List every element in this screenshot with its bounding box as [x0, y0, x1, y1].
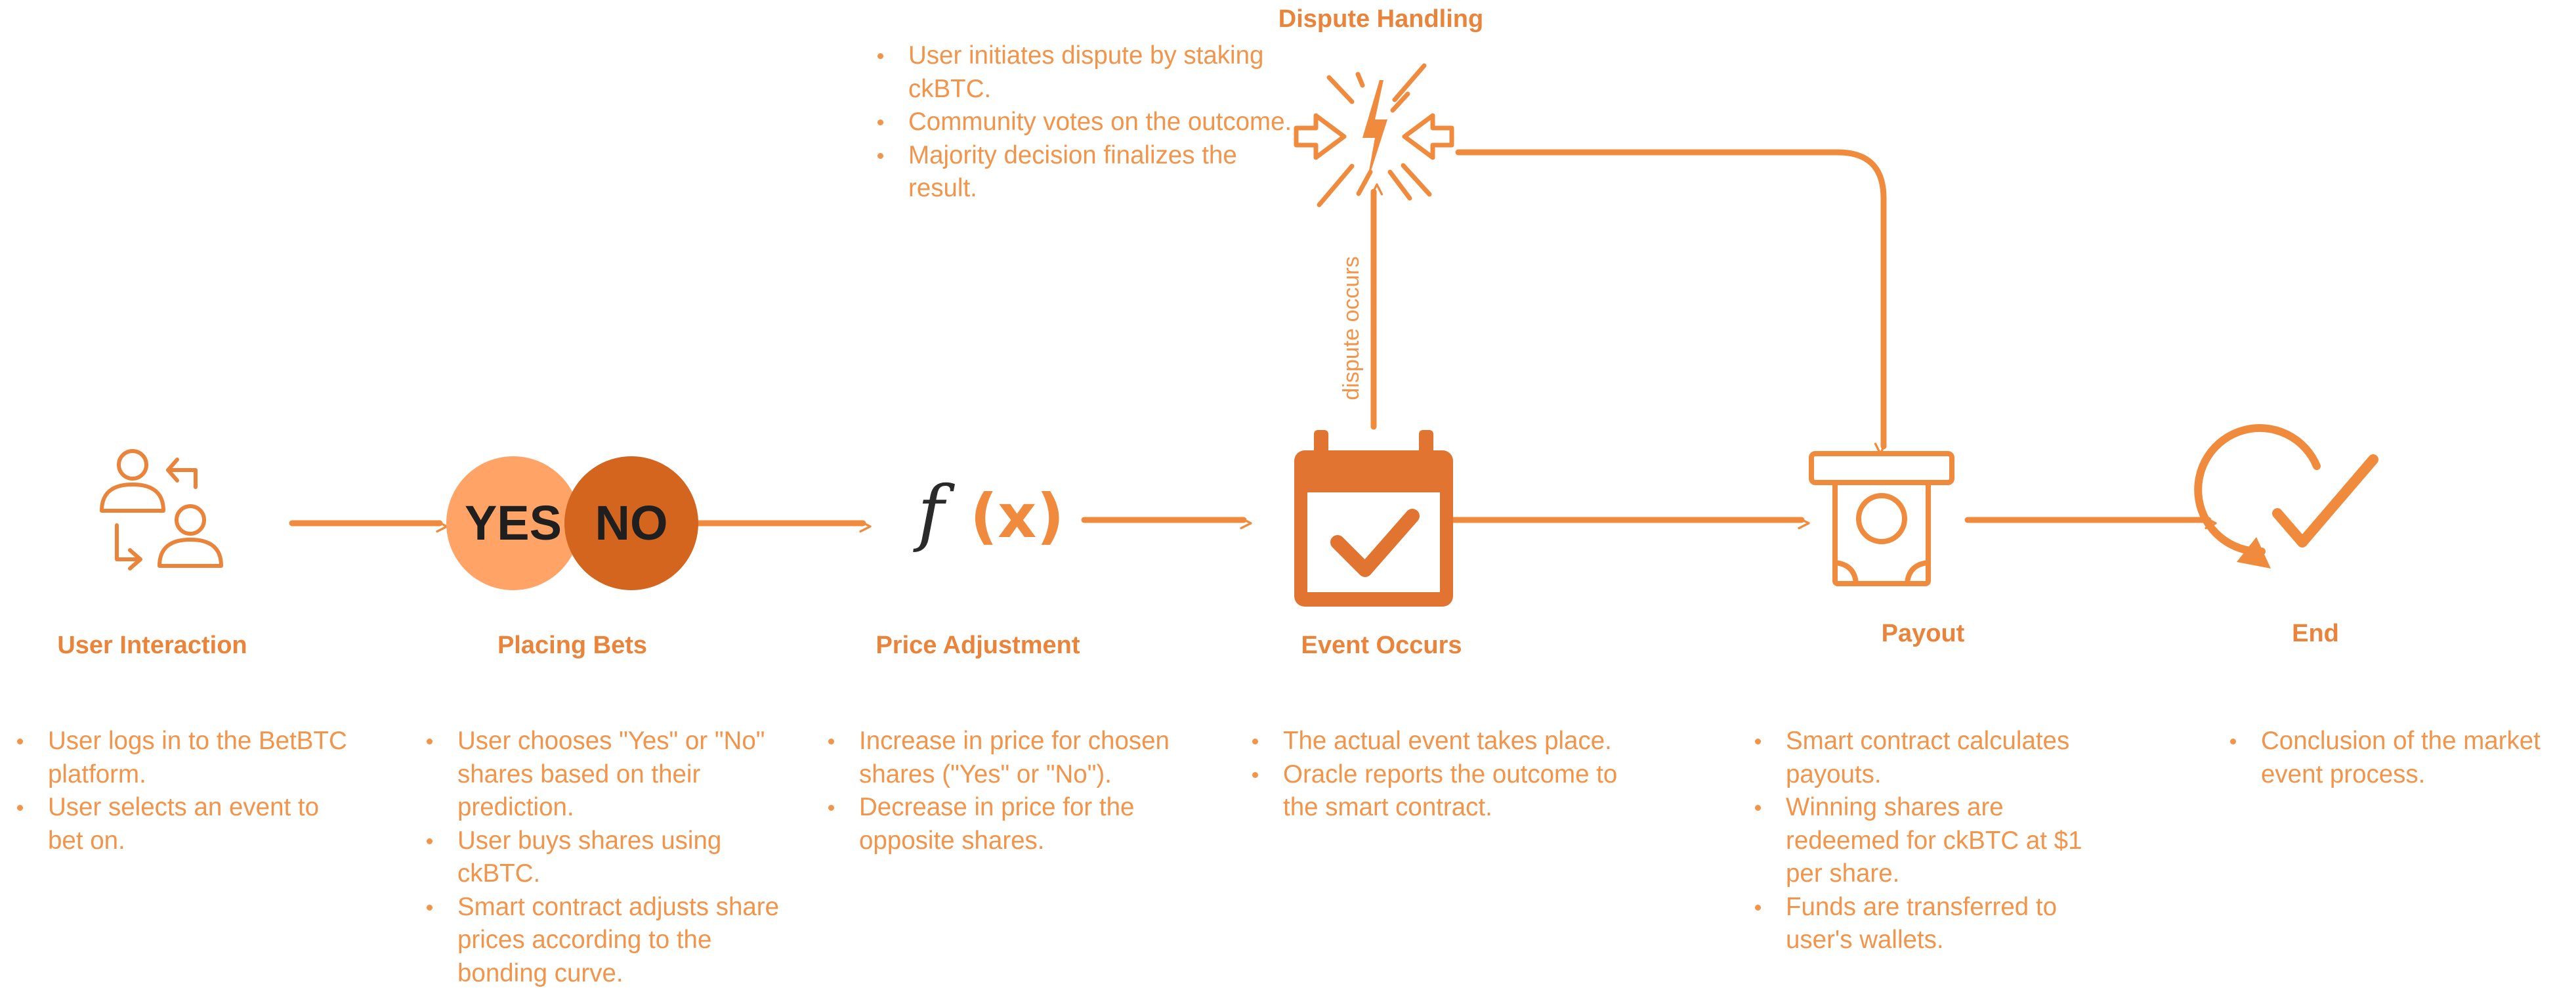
function-x: (x) — [970, 481, 1064, 551]
calendar-check-icon — [1294, 430, 1453, 607]
list-item: Conclusion of the market event process. — [2230, 725, 2571, 791]
step-title-end: End — [2292, 620, 2339, 648]
users-exchange-icon — [102, 451, 221, 569]
check-cycle-icon — [2198, 428, 2373, 569]
step-title-user-interaction: User Interaction — [57, 632, 247, 660]
list-item: Community votes on the outcome. — [877, 106, 1298, 139]
list-item: Winning shares are redeemed for ckBTC at… — [1755, 791, 2122, 891]
dispute-arrow-label: dispute occurs — [1339, 256, 1364, 400]
step-title-payout: Payout — [1882, 620, 1965, 648]
yes-label: YES — [465, 496, 562, 550]
connectors — [292, 152, 2208, 523]
list-item: Majority decision finalizes the result. — [877, 139, 1298, 205]
list-item: Smart contract calculates payouts. — [1755, 725, 2122, 791]
dispute-title: Dispute Handling — [1278, 5, 1483, 33]
step-title-event-occurs: Event Occurs — [1301, 632, 1462, 660]
bullets-user-interaction: User logs in to the BetBTC platform. Use… — [17, 725, 358, 857]
function-f: f — [913, 470, 955, 554]
cash-dispense-icon — [1811, 454, 1952, 584]
list-item: User logs in to the BetBTC platform. — [17, 725, 358, 791]
list-item: Oracle reports the outcome to the smart … — [1252, 758, 1646, 825]
list-item: The actual event takes place. — [1252, 725, 1646, 758]
bullets-payout: Smart contract calculates payouts. Winni… — [1755, 725, 2122, 957]
bullets-price-adjustment: Increase in price for chosen shares ("Ye… — [828, 725, 1206, 857]
list-item: User chooses "Yes" or "No" shares based … — [427, 725, 794, 825]
bullets-placing-bets: User chooses "Yes" or "No" shares based … — [427, 725, 794, 990]
step-title-price-adjustment: Price Adjustment — [876, 632, 1080, 660]
list-item: User selects an event to bet on. — [17, 791, 358, 857]
list-item: Decrease in price for the opposite share… — [828, 791, 1206, 857]
yes-no-icon: YES NO — [446, 456, 698, 590]
list-item: User buys shares using ckBTC. — [427, 825, 794, 891]
list-item: Increase in price for chosen shares ("Ye… — [828, 725, 1206, 791]
arrow-dispute-to-payout — [1458, 152, 1884, 446]
bullets-end: Conclusion of the market event process. — [2230, 725, 2571, 791]
bullets-event-occurs: The actual event takes place. Oracle rep… — [1252, 725, 1646, 825]
list-item: Smart contract adjusts share prices acco… — [427, 891, 794, 990]
function-icon: f (x) — [913, 470, 1064, 554]
lightning-burst-icon — [1296, 66, 1452, 205]
no-label: NO — [595, 496, 668, 550]
bullets-dispute: User initiates dispute by staking ckBTC.… — [877, 39, 1298, 205]
list-item: User initiates dispute by staking ckBTC. — [877, 39, 1298, 106]
list-item: Funds are transferred to user's wallets. — [1755, 891, 2122, 957]
step-title-placing-bets: Placing Bets — [497, 632, 647, 660]
